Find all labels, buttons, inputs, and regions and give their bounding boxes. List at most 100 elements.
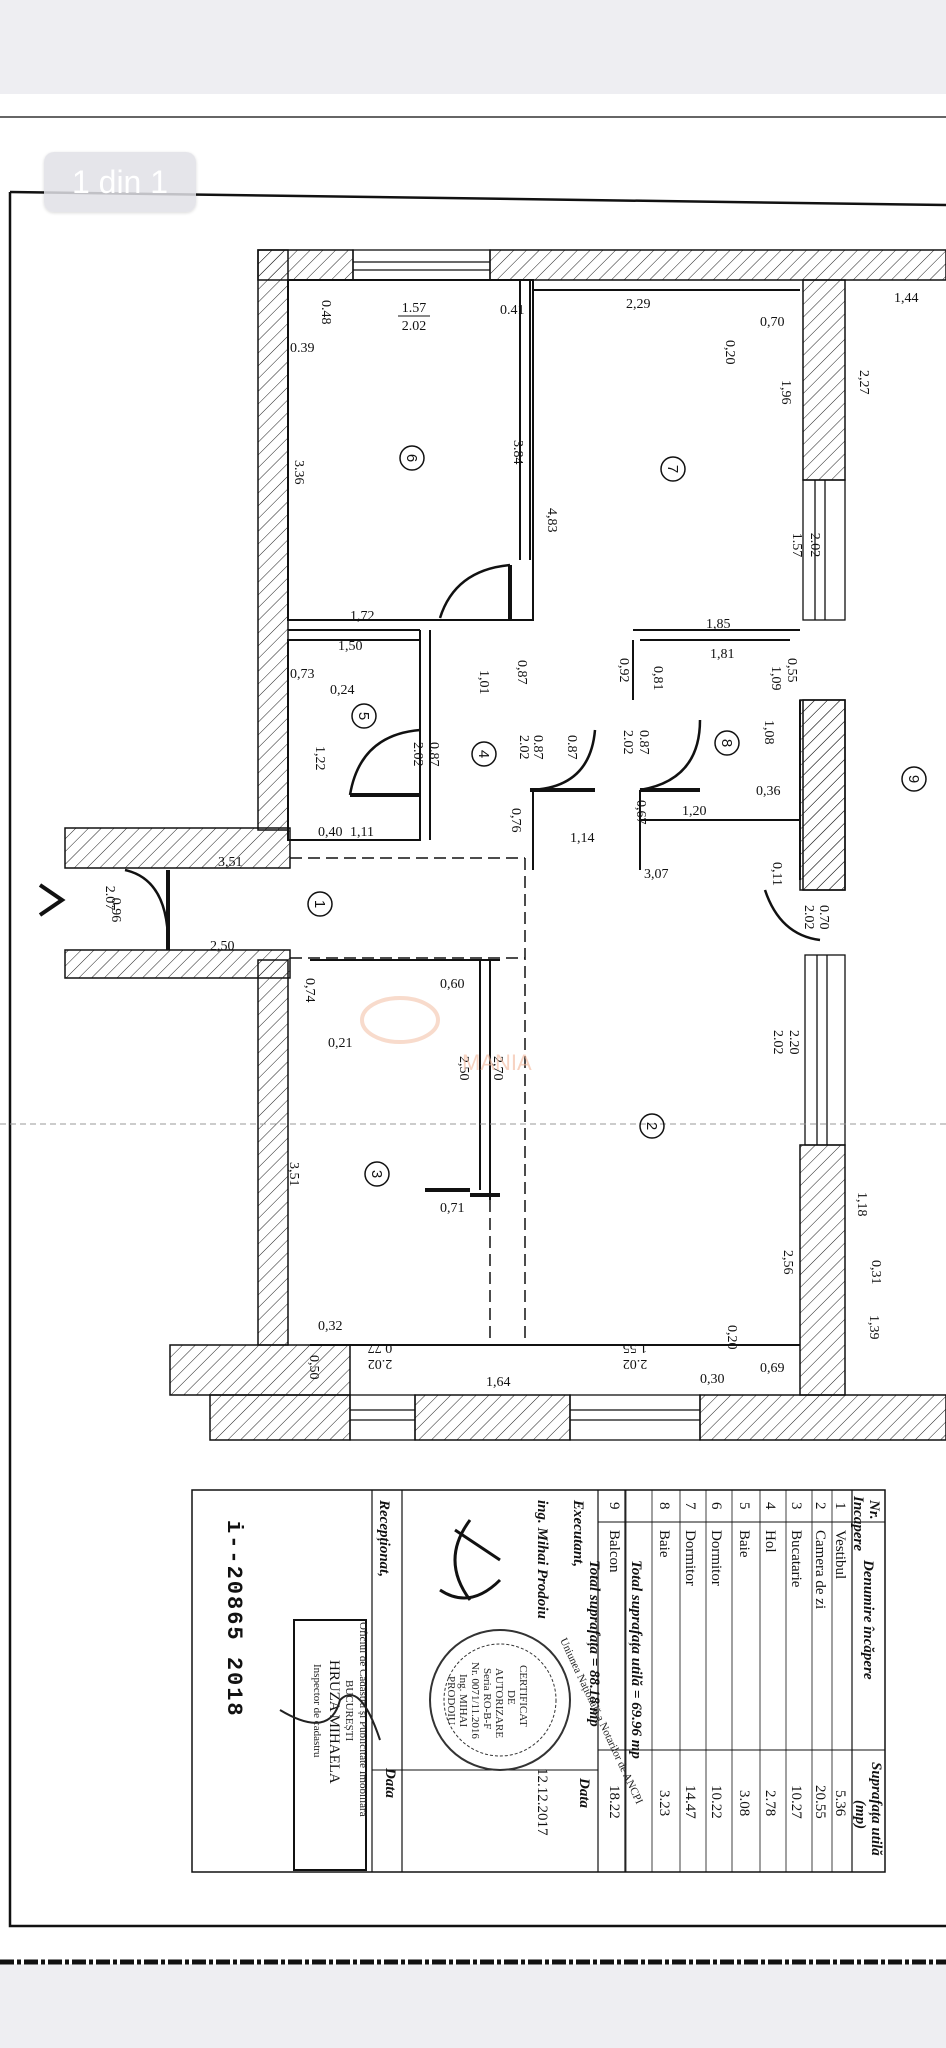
row-nr: 5 — [736, 1502, 752, 1510]
table-row: 5 Baie 3.08 — [736, 1502, 752, 1816]
dim-label: 2.07 — [102, 886, 117, 911]
stamp-line: PRODOIU — [445, 1676, 457, 1725]
dashed-boundaries — [290, 857, 526, 1345]
dim-label: 1,72 — [350, 609, 375, 624]
dim-label: 1,08 — [761, 720, 776, 745]
row-nr: 3 — [788, 1502, 804, 1510]
dim-label: 2.02 — [368, 1356, 393, 1371]
dim-label: 2,56 — [780, 1250, 795, 1275]
stamp-line: AUTORIZARE — [493, 1668, 505, 1738]
office-city: BUCUREȘTI — [343, 1680, 355, 1741]
dim-label: 1,39 — [866, 1315, 881, 1340]
room-label-5: 5 — [351, 703, 377, 729]
dim-label: 3,51 — [218, 855, 243, 870]
legend-table: Nr. Incapere Denumire încăpere Suprafața… — [191, 1489, 886, 1873]
dim-label: 0,87 — [514, 660, 529, 685]
row-nr: 7 — [682, 1502, 698, 1510]
dim-label: 2.20 — [786, 1030, 801, 1055]
room-label-4: 4 — [471, 741, 497, 767]
dim-label: 0.77 — [368, 1340, 393, 1355]
inspector-title: Inspector de cadastru — [311, 1664, 323, 1758]
dim-label: 2.02 — [410, 742, 425, 767]
dim-label: 0,71 — [440, 1201, 465, 1216]
dim-label: 1,01 — [476, 670, 491, 695]
entrance-arrow-icon — [38, 883, 66, 917]
dim-label: 1,50 — [338, 639, 363, 654]
viewer-top-bar — [0, 0, 946, 94]
page-frame — [8, 192, 946, 1928]
room-number: 6 — [403, 454, 420, 462]
row-area: 3.23 — [656, 1790, 672, 1816]
row-name: Dormitor — [708, 1530, 724, 1586]
dim-label: 2.02 — [807, 533, 822, 558]
row-name: Baie — [656, 1530, 672, 1558]
dim-label: 0,69 — [760, 1361, 785, 1376]
inspector-stamp-box — [293, 1619, 367, 1871]
dim-label: 0.87 — [564, 735, 579, 760]
dim-label: 0,81 — [650, 666, 665, 691]
dim-label: 1,81 — [710, 647, 735, 662]
dim-label: 2.02 — [801, 905, 816, 930]
row-nr: 2 — [812, 1502, 828, 1510]
row-area: 3.08 — [736, 1790, 752, 1816]
engineer-name: ing. Mihai Prodoiu — [534, 1500, 550, 1619]
dim-label: 0,36 — [756, 784, 781, 799]
dim-label: 0.87 — [636, 730, 651, 755]
room-number: 2 — [643, 1122, 660, 1130]
row-nr: 9 — [606, 1502, 622, 1510]
inspector-name: HRUZA MIHAELA — [326, 1660, 342, 1784]
table-row: 3 Bucatarie 10.27 — [788, 1502, 804, 1819]
dim-label: 0,20 — [722, 340, 737, 365]
row-area: 10.22 — [708, 1785, 724, 1819]
row-nr: 8 — [656, 1502, 672, 1510]
office-text: Oficiul de Cadastru și Publicitate Imobi… — [357, 1622, 369, 1817]
dim-label: 1,09 — [768, 666, 783, 691]
room-label-7: 7 — [660, 456, 686, 482]
row-area: 14.47 — [682, 1785, 698, 1819]
table-header-name: Denumire încăpere — [860, 1559, 876, 1680]
dim-label: 1,85 — [706, 617, 731, 632]
windows — [349, 249, 846, 1441]
dim-label: 0,50 — [306, 1355, 321, 1380]
engineer-signature — [439, 1519, 502, 1601]
dim-label: 3.84 — [510, 440, 525, 465]
dim-label: 0,76 — [508, 808, 523, 833]
row-area: 18.22 — [606, 1785, 622, 1819]
dim-label: 2,50 — [210, 939, 235, 954]
registration-number: i--20865 2018 — [221, 1520, 246, 1718]
row-area: 10.27 — [788, 1785, 804, 1819]
dim-label: 1.55 — [623, 1340, 648, 1355]
dim-label: 2,70 — [490, 1056, 505, 1081]
dim-label: 4,83 — [544, 508, 559, 533]
table-header-nr: Nr. — [866, 1499, 882, 1520]
room-number: 3 — [368, 1170, 385, 1178]
dim-label: 0.39 — [290, 341, 315, 356]
dim-label: 1,64 — [486, 1375, 511, 1390]
dim-label: 3,07 — [644, 867, 669, 882]
room-number: 9 — [905, 775, 922, 783]
dim-label: 2,50 — [456, 1056, 471, 1081]
room-number: 8 — [718, 739, 735, 747]
table-row: 7 Dormitor 14.47 — [682, 1502, 698, 1819]
stamp-line: Seria RO-B-F — [481, 1668, 493, 1729]
total-util-text: Total suprafața utilă = 69.96 mp — [628, 1560, 644, 1759]
dim-label: 0,30 — [700, 1372, 725, 1387]
watermark-text: MANIA — [462, 1050, 532, 1075]
table-header-nr2: Incapere — [850, 1495, 866, 1551]
data-label-2: Data — [382, 1767, 398, 1799]
room-number: 5 — [355, 712, 372, 720]
dim-label: 1.57 — [789, 533, 804, 558]
dim-label: 0,40 — [318, 825, 343, 840]
row-nr: 1 — [832, 1502, 848, 1510]
signature-date: 12.12.2017 — [534, 1768, 550, 1836]
stamp-line: Nr. 0071/11.2016 — [469, 1662, 481, 1739]
row-nr: 4 — [762, 1502, 778, 1510]
watermark-logo-icon — [360, 996, 440, 1044]
table-row: 2 Camera de zi 20.55 — [812, 1502, 828, 1819]
dim-label: 0.48 — [318, 300, 333, 325]
table-row: 6 Dormitor 10.22 — [708, 1502, 724, 1819]
row-name: Camera de zi — [812, 1530, 828, 1609]
dim-label: 0,21 — [328, 1036, 353, 1051]
dim-label: 2.02 — [770, 1030, 785, 1055]
